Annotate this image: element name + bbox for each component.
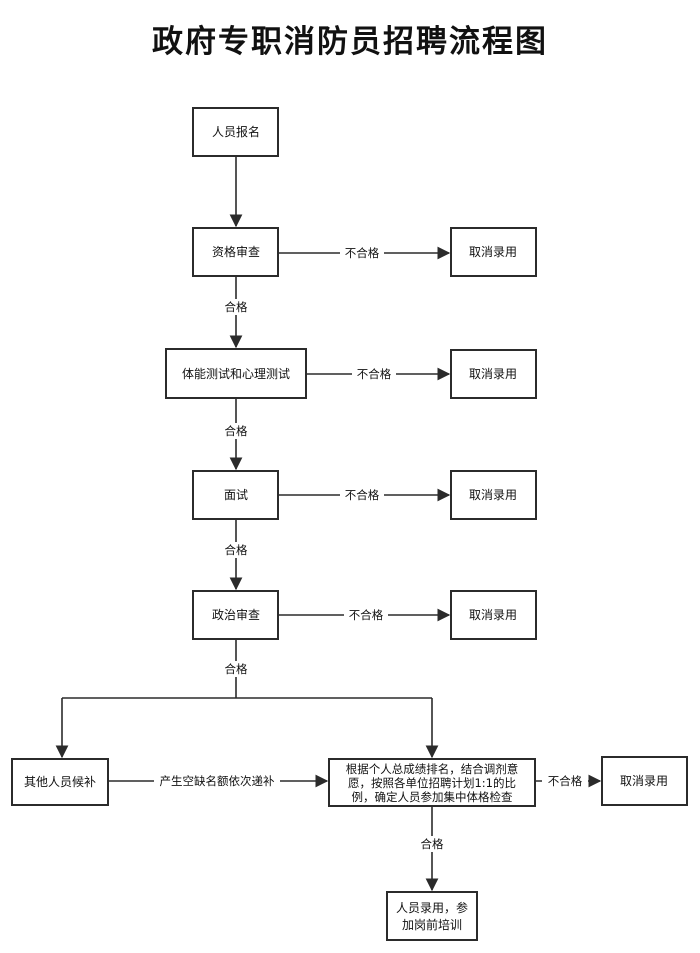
node-apply: 人员报名 xyxy=(192,107,279,157)
node-alternates: 其他人员候补 xyxy=(11,758,109,806)
node-political-review-label: 政治审查 xyxy=(212,607,260,622)
node-cancel-5: 取消录用 xyxy=(601,756,688,806)
node-cancel-3: 取消录用 xyxy=(450,470,537,520)
edge-label-pass-2: 合格 xyxy=(225,424,248,438)
node-apply-label: 人员报名 xyxy=(212,124,260,139)
node-interview: 面试 xyxy=(192,470,279,520)
node-fitness-test-label: 体能测试和心理测试 xyxy=(182,366,290,381)
node-ranking-line-3: 例，确定人员参加集中体格检查 xyxy=(352,790,513,804)
node-cancel-4-label: 取消录用 xyxy=(469,608,517,622)
node-cancel-2-label: 取消录用 xyxy=(469,367,517,381)
edge-label-fail-4: 不合格 xyxy=(349,608,384,622)
node-hired-line-1: 人员录用，参 xyxy=(396,900,468,915)
node-hired-line-2: 加岗前培训 xyxy=(402,917,462,932)
node-cancel-2: 取消录用 xyxy=(450,349,537,399)
node-ranking-line-1: 根据个人总成绩排名，结合调剂意 xyxy=(346,762,519,776)
edge-label-pass-3: 合格 xyxy=(225,543,248,557)
node-fitness-test: 体能测试和心理测试 xyxy=(165,348,307,399)
node-cancel-5-label: 取消录用 xyxy=(620,774,668,788)
edge-label-fail-1: 不合格 xyxy=(345,246,380,260)
node-cancel-4: 取消录用 xyxy=(450,590,537,640)
node-qualification-review-label: 资格审查 xyxy=(212,244,260,259)
node-ranking: 根据个人总成绩排名，结合调剂意 愿，按照各单位招聘计划1:1的比 例，确定人员参… xyxy=(328,758,536,807)
edge-label-pass-5: 合格 xyxy=(421,837,444,851)
node-interview-label: 面试 xyxy=(224,487,248,502)
diagram-title: 政府专职消防员招聘流程图 xyxy=(152,24,548,60)
edge-label-fail-2: 不合格 xyxy=(357,367,392,381)
node-ranking-line-2: 愿，按照各单位招聘计划1:1的比 xyxy=(348,776,516,790)
node-alternates-label: 其他人员候补 xyxy=(24,775,96,789)
edge-label-vacancy-fill: 产生空缺名额依次递补 xyxy=(160,774,275,788)
edge-label-pass-4: 合格 xyxy=(225,662,248,676)
node-qualification-review: 资格审查 xyxy=(192,227,279,277)
node-cancel-1-label: 取消录用 xyxy=(469,245,517,259)
node-political-review: 政治审查 xyxy=(192,590,279,640)
edge-label-pass-1: 合格 xyxy=(225,300,248,314)
edge-label-fail-3: 不合格 xyxy=(345,488,380,502)
node-cancel-1: 取消录用 xyxy=(450,227,537,277)
edge-label-fail-5: 不合格 xyxy=(548,774,583,788)
node-hired: 人员录用，参 加岗前培训 xyxy=(386,891,478,941)
node-cancel-3-label: 取消录用 xyxy=(469,488,517,502)
